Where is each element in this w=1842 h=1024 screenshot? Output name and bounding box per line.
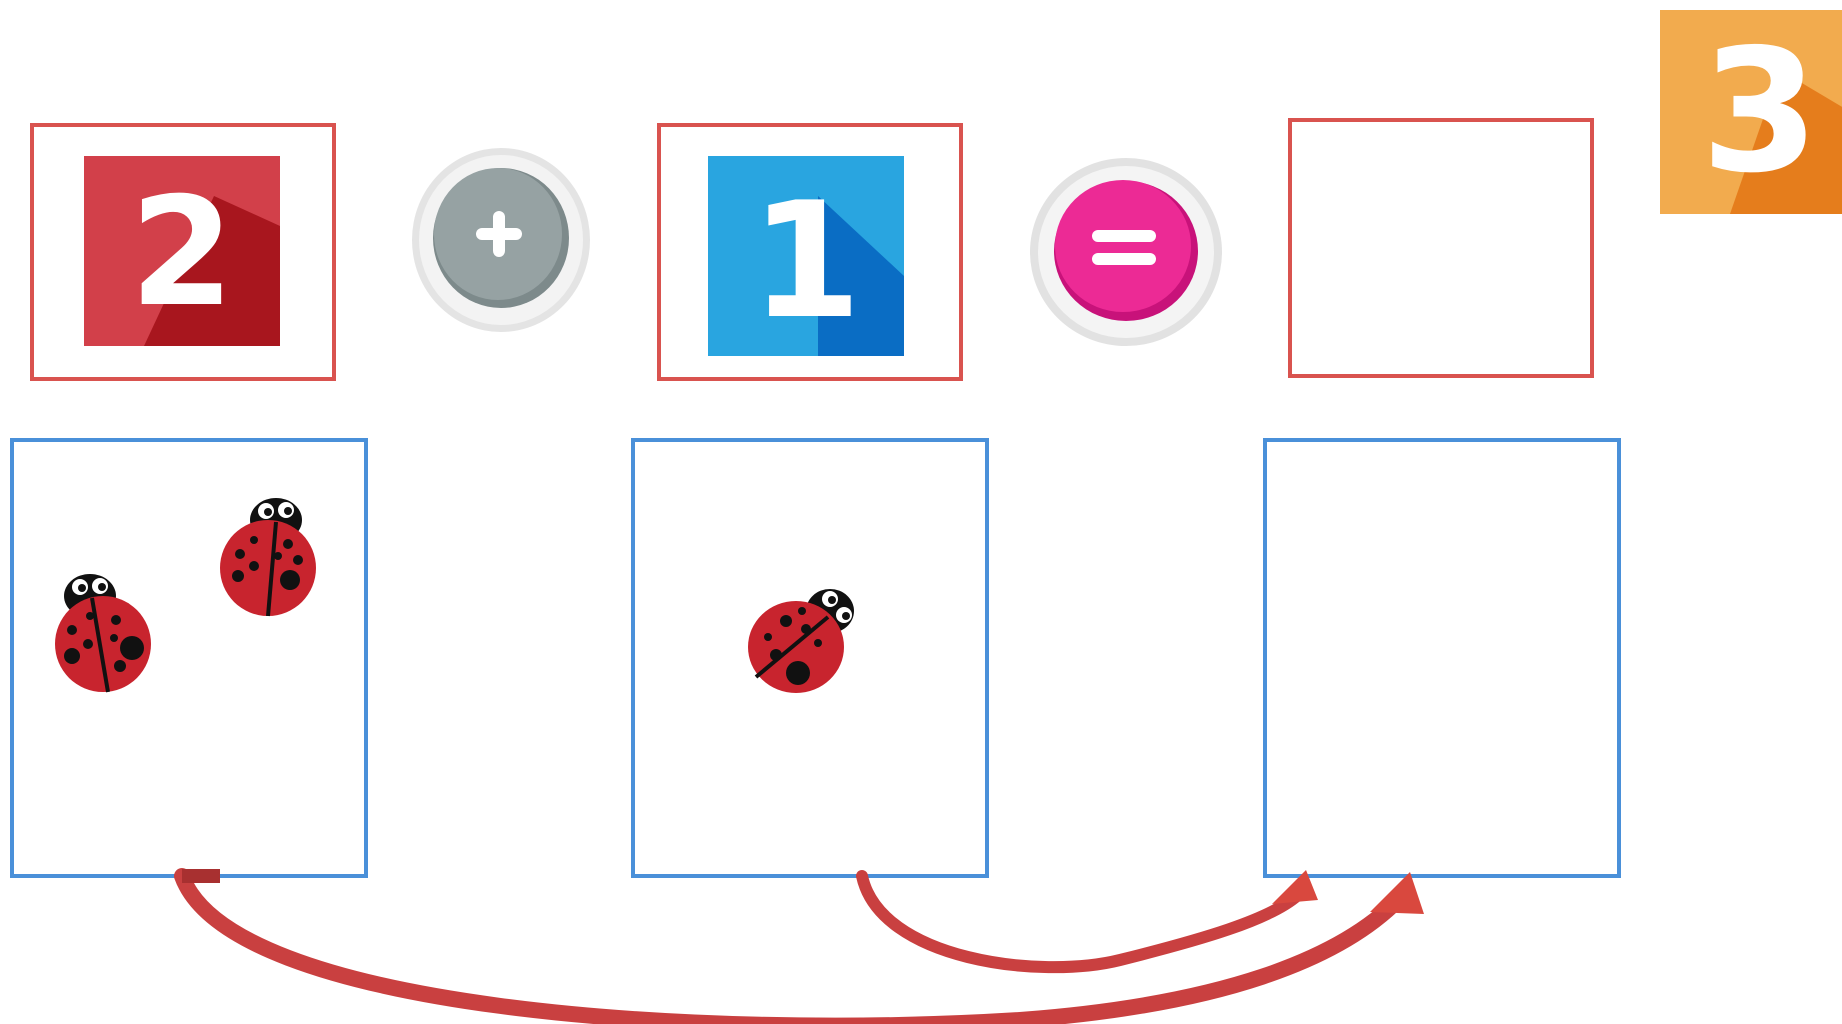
first-number-text: 2 [130, 166, 234, 340]
arrow-second-to-answer [856, 870, 1304, 974]
arrow-first-to-answer [174, 868, 1408, 1024]
second-number-text: 1 [750, 167, 861, 354]
answer-number-box[interactable] [1288, 118, 1594, 378]
arrow-head-long [1370, 872, 1424, 914]
number-2-tile: 2 [84, 156, 280, 346]
equals-operator-button [1028, 156, 1224, 348]
number-3-badge: 3 [1660, 10, 1842, 214]
badge-number-text: 3 [1701, 13, 1819, 211]
ladybug-icon [52, 570, 154, 694]
plus-operator-button [410, 146, 592, 334]
answer-count-box[interactable] [1263, 438, 1621, 878]
ladybug-icon [218, 496, 320, 620]
number-1-tile: 1 [708, 156, 904, 356]
ladybug-icon [746, 585, 858, 695]
